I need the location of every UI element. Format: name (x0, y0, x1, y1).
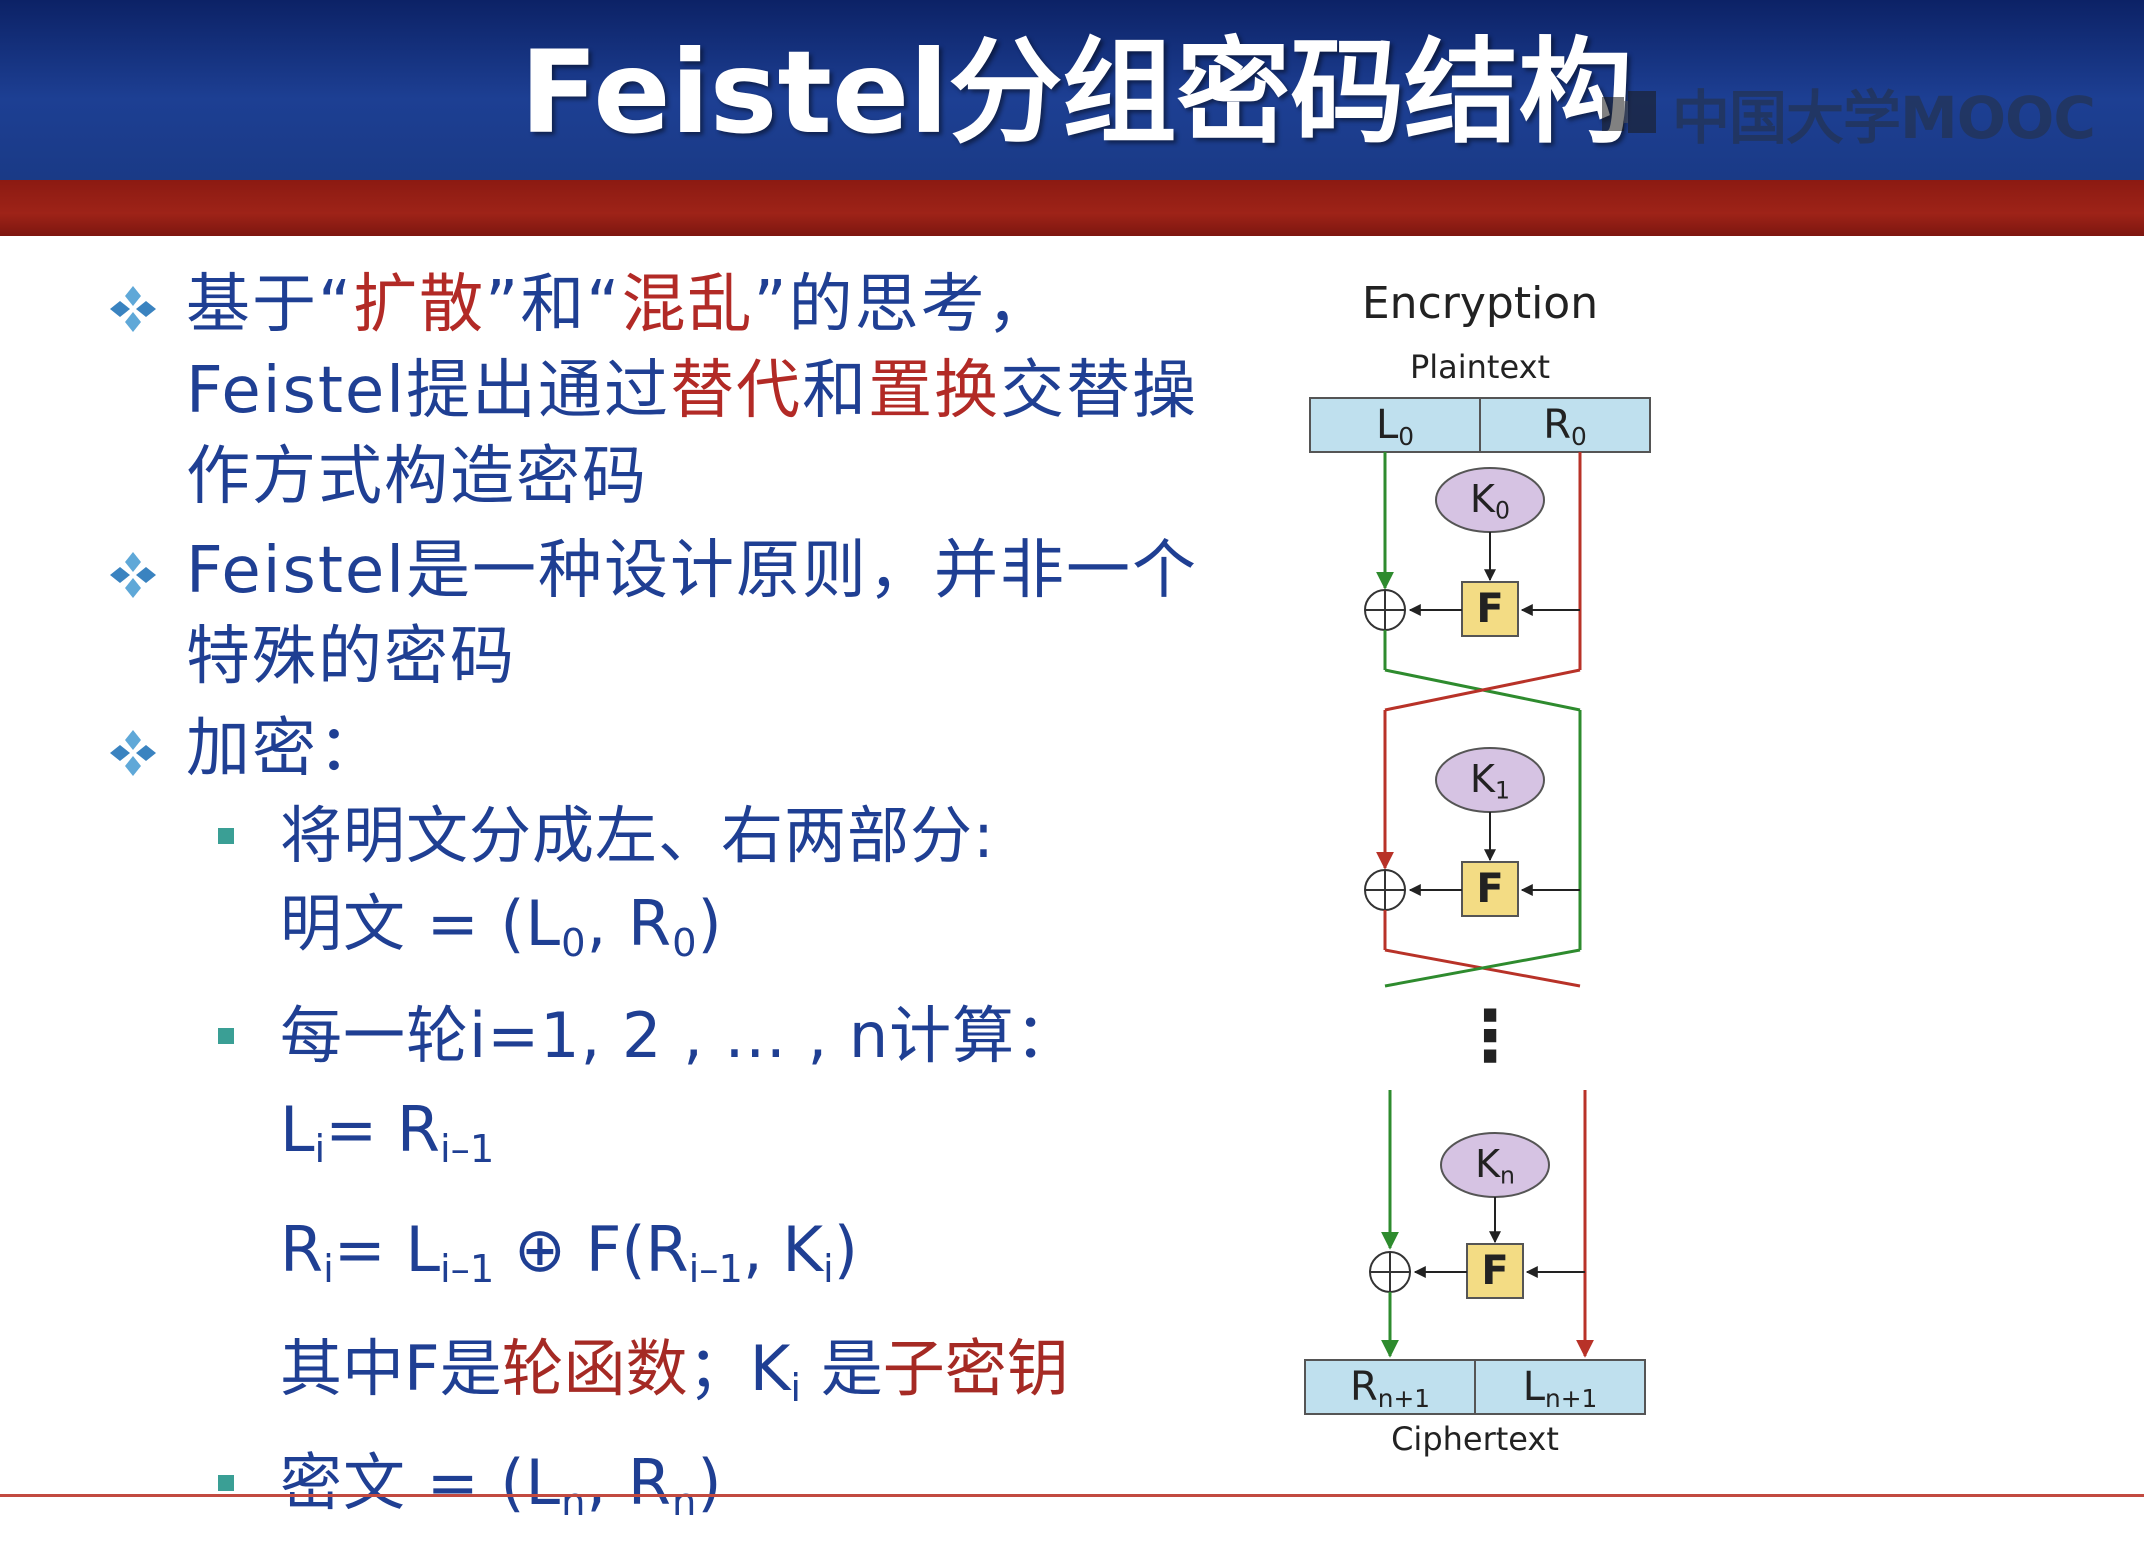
square-bullet-icon (218, 828, 234, 844)
sub-bullet-rounds: 每一轮i=1, 2 , ... , n计算： (100, 992, 1230, 1080)
block-r0: R0 (1543, 402, 1587, 451)
diamond-bullet-icon (110, 730, 156, 776)
feistel-diagram: Encryption Plaintext L0 R0 K0 F K1 F ⋮ K… (1290, 270, 1710, 1470)
encryption-label: Encryption (1361, 278, 1599, 329)
formula-left: Li= Ri–1 (280, 1092, 495, 1172)
key-1-label: K1 (1470, 757, 1510, 805)
bullet-encryption: 加密： (100, 706, 1230, 792)
bullet-encryption-label: 加密： (186, 712, 384, 786)
bullet-list: 基于“扩散”和“混乱”的思考，Feistel提出通过替代和置换交替操作方式构造密… (100, 262, 1230, 1547)
diamond-bullet-icon (110, 552, 156, 598)
f-label-0: F (1476, 586, 1504, 632)
diamond-bullet-icon (110, 286, 156, 332)
plaintext-label: Plaintext (1409, 348, 1551, 386)
f-label-n: F (1481, 1248, 1509, 1294)
f-label-1: F (1476, 866, 1504, 912)
rounds-ellipsis: ⋮ (1455, 995, 1525, 1077)
bullet-diffusion-text: 基于“扩散”和“混乱”的思考，Feistel提出通过替代和置换交替操作方式构造密… (186, 268, 1199, 514)
accent-band (0, 180, 2144, 236)
square-bullet-icon (218, 1475, 234, 1491)
sub-bullet-split-line2: 明文 = (L0, R0) (280, 887, 723, 966)
mooc-watermark: 中国大学MOOC (1600, 78, 2096, 152)
sub-bullet-rounds-text: 每一轮i=1, 2 , ... , n计算： (280, 998, 1079, 1072)
sub-bullet-ciphertext-text: 密文 = (Ln, Rn) (280, 1446, 723, 1525)
block-ln1: Ln+1 (1522, 1364, 1598, 1413)
block-rn1: Rn+1 (1349, 1364, 1431, 1413)
bottom-divider (0, 1494, 2144, 1497)
formula-right: Ri= Li–1 ⊕ F(Ri–1, Ki) (280, 1212, 858, 1292)
sub-bullet-split-line1: 将明文分成左、右两部分: (280, 799, 995, 872)
ciphertext-label: Ciphertext (1391, 1420, 1559, 1458)
feistel-network-graphic (1304, 397, 1651, 1415)
key-0-label: K0 (1470, 477, 1510, 525)
bullet-diffusion-confusion: 基于“扩散”和“混乱”的思考，Feistel提出通过替代和置换交替操作方式构造密… (100, 262, 1230, 520)
key-n-label: Kn (1475, 1142, 1515, 1190)
mooc-watermark-text: 中国大学MOOC (1672, 84, 2096, 152)
slide-title: Feistel分组密码结构 (520, 26, 1633, 159)
block-l0: L0 (1375, 402, 1415, 451)
formula-note: 其中F是轮函数；Ki 是子密钥 (280, 1332, 1069, 1411)
title-bar (0, 0, 2144, 180)
bullet-design-principle: Feistel是一种设计原则，并非一个特殊的密码 (100, 528, 1230, 700)
square-bullet-icon (218, 1027, 234, 1044)
mooc-logo-icon (1602, 91, 1656, 133)
sub-bullet-split: 将明文分成左、右两部分: 明文 = (L0, R0) (100, 792, 1230, 988)
sub-bullet-ciphertext: 密文 = (Ln, Rn) (100, 1439, 1230, 1547)
bullet-design-text: Feistel是一种设计原则，并非一个特殊的密码 (186, 534, 1199, 694)
